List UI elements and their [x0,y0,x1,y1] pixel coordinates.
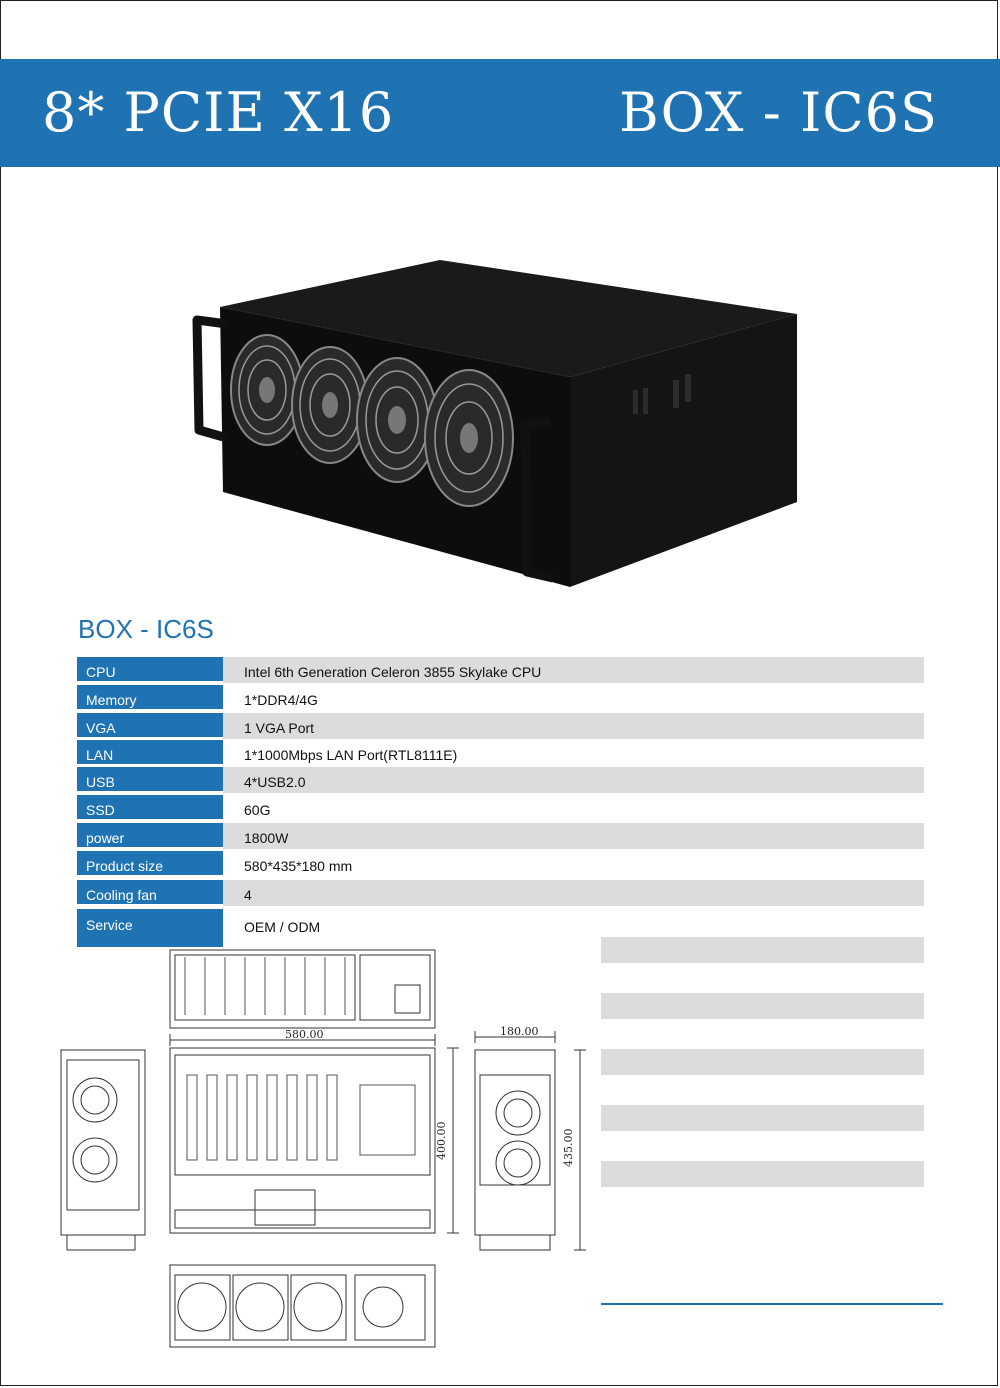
bottom-rule [601,1303,943,1305]
decorative-stripe [601,1049,924,1075]
banner-left-title: 8* PCIE X16 [42,81,395,144]
spec-value: 4*USB2.0 [223,767,924,793]
spec-row: USB 4*USB2.0 [77,767,924,793]
spec-key: CPU [77,657,223,683]
spec-key: Memory [77,685,223,711]
spec-row: LAN 1*1000Mbps LAN Port(RTL8111E) [77,740,924,766]
spec-key: power [77,823,223,849]
spec-value: 580*435*180 mm [244,858,353,874]
fan-icon [230,334,304,446]
dim-length: 580.00 [285,1028,324,1041]
spec-row: Service OEM / ODM [77,909,924,947]
section-title: BOX - IC6S [78,614,214,644]
spec-value: Intel 6th Generation Celeron 3855 Skylak… [223,657,924,683]
fan-icon [291,346,369,464]
decorative-stripe [601,1105,924,1131]
spec-row: CPU Intel 6th Generation Celeron 3855 Sk… [77,657,924,683]
fan-icon [356,357,438,483]
spec-row: Memory 1*DDR4/4G [77,685,924,711]
spec-value: OEM / ODM [244,919,321,935]
banner-right-title: BOX - IC6S [618,81,938,144]
header-banner: 8* PCIE X16 BOX - IC6S [0,59,1000,167]
spec-row: Product size 580*435*180 mm [77,851,924,877]
spec-value: 1*1000Mbps LAN Port(RTL8111E) [244,747,458,763]
dim-width: 435.00 [562,1129,575,1168]
dim-depth: 400.00 [435,1122,448,1161]
dim-height: 180.00 [500,1025,539,1038]
rig-case-icon [192,260,797,587]
spec-value: 1*DDR4/4G [244,692,318,708]
spec-value: 1 VGA Port [223,713,924,739]
spec-key: VGA [77,713,223,739]
spec-key: Service [77,909,223,947]
decorative-stripe [601,937,924,963]
spec-key: LAN [77,740,223,766]
technical-drawing: 580.00 400.00 180.00 435.00 [60,949,586,1348]
spec-key: Product size [77,851,223,877]
fan-icon [424,369,514,507]
spec-value: 60G [244,802,271,818]
decorative-stripe [601,993,924,1019]
spec-key: SSD [77,795,223,821]
spec-value: 4 [223,880,924,906]
spec-value: 1800W [223,823,924,849]
spec-row: Cooling fan 4 [77,880,924,906]
spec-row: VGA 1 VGA Port [77,713,924,739]
spec-key: USB [77,767,223,793]
spec-key: Cooling fan [77,880,223,906]
spec-row: power 1800W [77,823,924,849]
spec-row: SSD 60G [77,795,924,821]
decorative-stripe [601,1161,924,1187]
